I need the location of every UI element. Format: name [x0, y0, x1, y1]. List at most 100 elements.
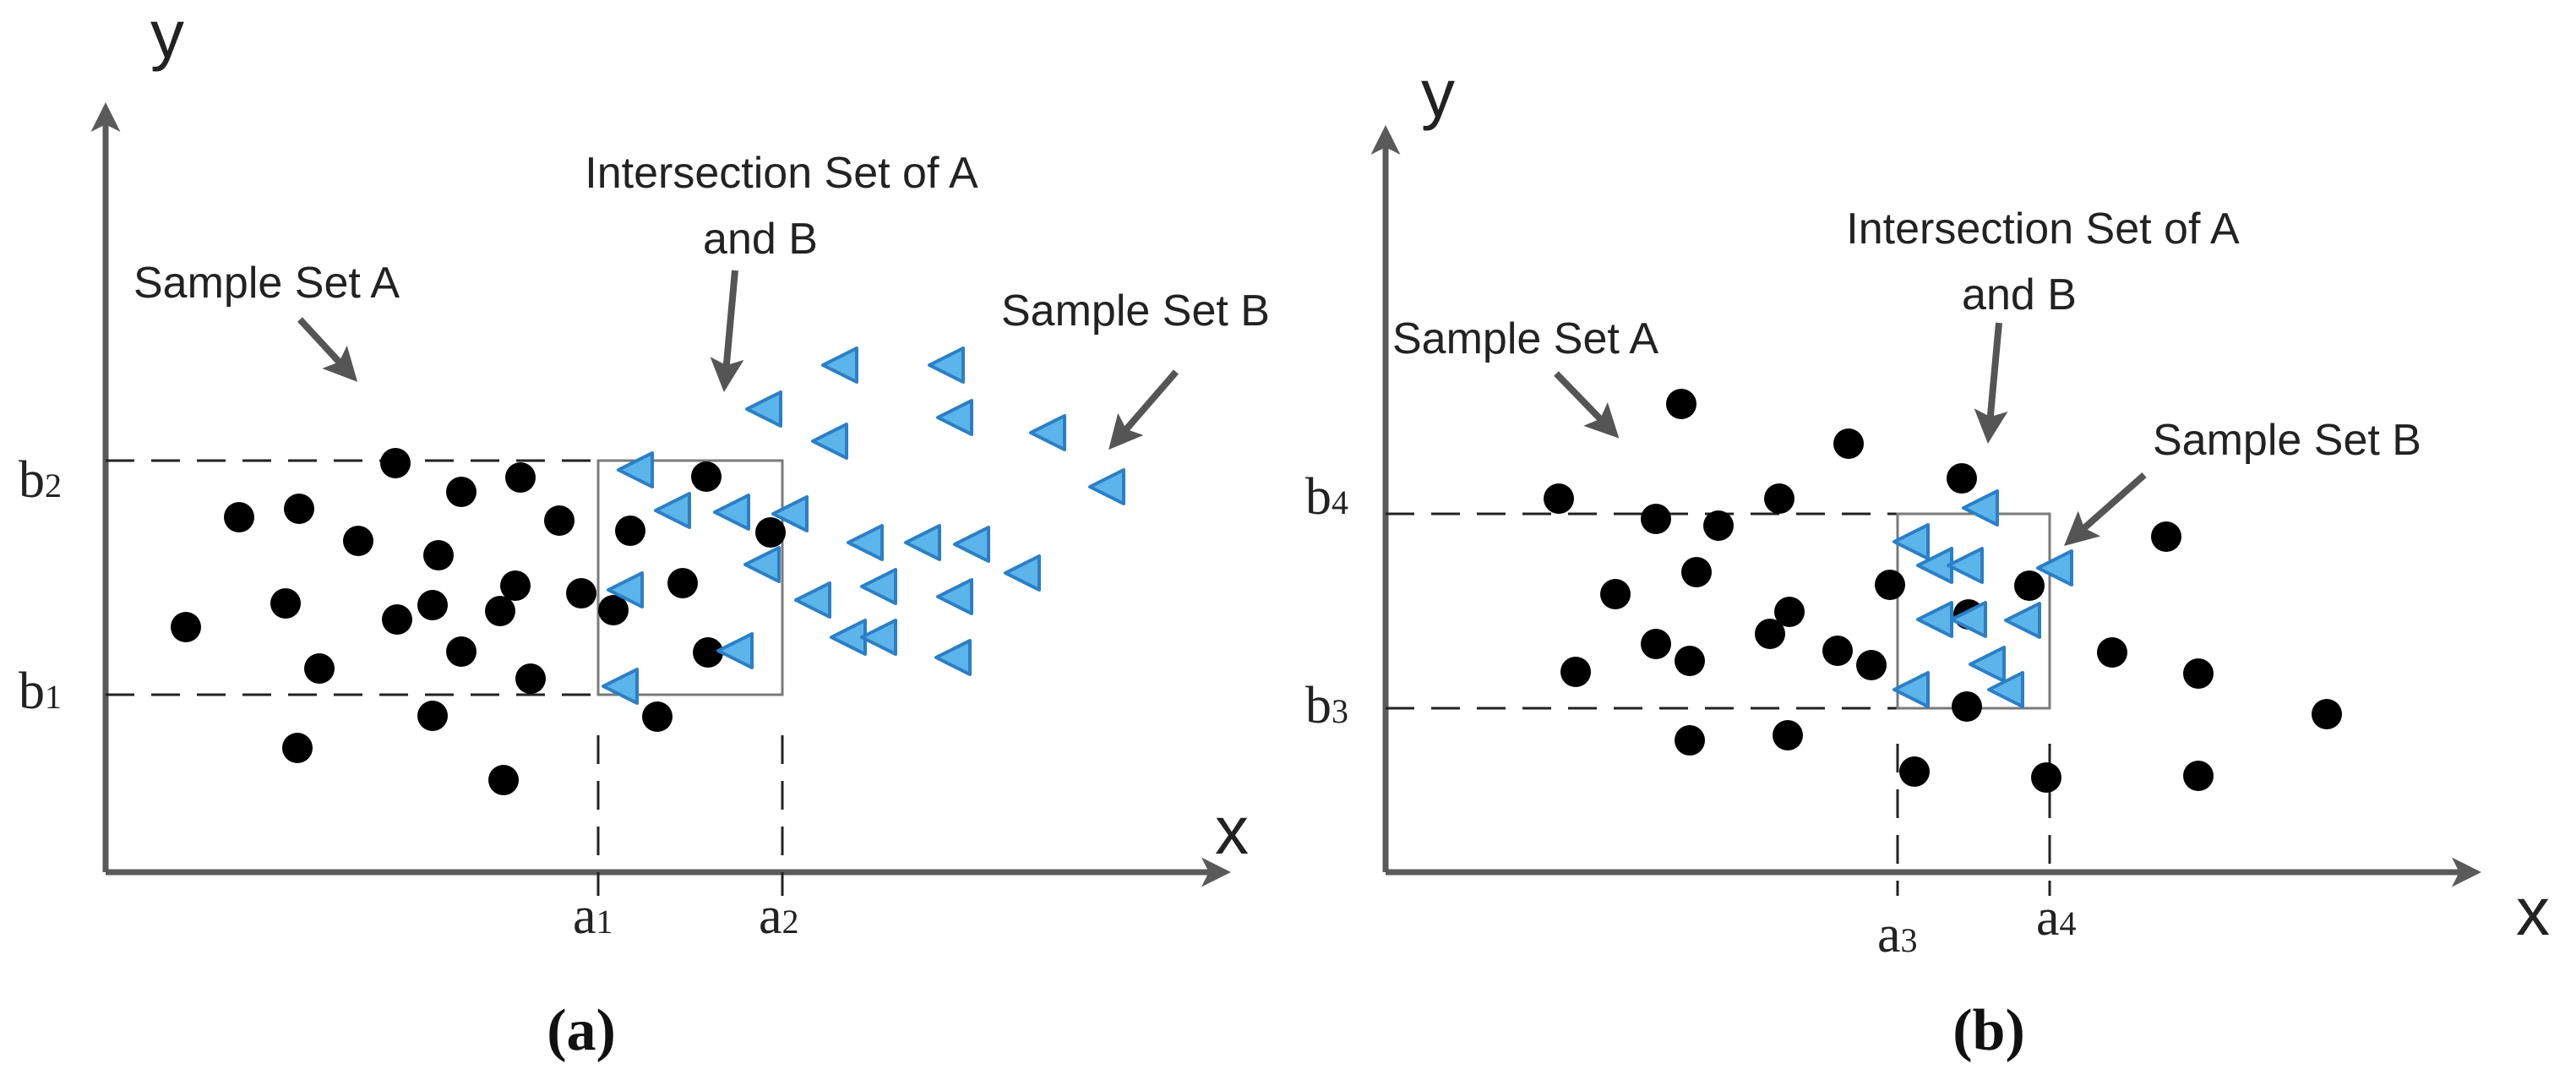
panel-b-set-a-point-23: [1675, 725, 1705, 756]
panel-b-label-intersection-2: and B: [1962, 270, 2077, 319]
panel-a-set-b-point-16: [607, 571, 644, 608]
panel-b-set-a-point-4: [1544, 483, 1574, 514]
panel-b-tick-b3: b3: [1305, 677, 1348, 734]
panel-b-arrow-set-a: [1554, 371, 1620, 439]
panel-b-set-a-point-1: [1666, 389, 1696, 419]
panel-b-annotations: Sample Set A Intersection Set of A and B…: [1392, 205, 2421, 546]
panel-b-set-a-point-18: [2014, 570, 2045, 601]
panel-a-tick-a2: a2: [759, 887, 799, 945]
panel-b-set-b-point-4: [1947, 547, 1984, 584]
panel-a-set-a-point-13: [544, 505, 575, 536]
panel-b-sample-set-b-points: [1893, 489, 2073, 708]
panel-a-set-b-point-2: [928, 347, 965, 384]
panel-a-caption: (a): [547, 998, 616, 1063]
panel-b-x-axis-label: x: [2516, 874, 2550, 949]
panel-a-set-b-point-24: [716, 632, 754, 669]
panel-b-set-a-point-22: [1560, 657, 1591, 687]
panel-a-set-b-point-7: [1088, 468, 1125, 505]
panel-b: x y b4 b3 a3 a4 Sample Set A Intersectio…: [1305, 56, 2550, 1063]
panel-b-label-set-b: Sample Set B: [2153, 416, 2421, 465]
panel-a-set-a-point-4: [343, 526, 373, 556]
panel-b-set-a-point-29: [2151, 521, 2181, 552]
panel-b-tick-a4: a4: [2036, 889, 2077, 947]
panel-a-arrow-intersection: [710, 270, 744, 392]
panel-a-set-b-point-17: [794, 581, 831, 619]
panel-a-tick-labels: b2 b1 a1 a2: [19, 451, 799, 945]
panel-a-set-b-point-18: [860, 568, 897, 605]
panel-a-set-a-point-27: [642, 701, 673, 732]
panel-b-set-a-point-21: [2312, 699, 2342, 729]
panel-a-set-a-point-14: [566, 578, 596, 608]
panel-b-set-b-point-11: [1987, 671, 2024, 708]
panel-b-tick-a4-sub: 4: [2060, 904, 2077, 942]
panel-b-tick-a3-base: a: [1877, 906, 1901, 963]
panel-a-set-a-point-9: [270, 588, 301, 619]
panel-b-arrow-set-b: [2064, 472, 2147, 546]
panel-b-set-b-point-6: [1916, 601, 1953, 638]
panel-a-label-set-a: Sample Set A: [133, 259, 400, 308]
panel-a-tick-b2-sub: 2: [45, 467, 62, 505]
panel-b-tick-b4: b4: [1305, 468, 1348, 526]
panel-a-set-b-point-19: [936, 578, 973, 615]
panel-a-label-intersection-1: Intersection Set of A: [585, 149, 978, 198]
panel-b-y-axis-label: y: [1421, 56, 1455, 131]
panel-b-caption: (b): [1952, 998, 2025, 1063]
panel-a-set-b-point-3: [745, 390, 782, 428]
panel-b-tick-b4-sub: 4: [1332, 483, 1348, 521]
panel-a-tick-b1-base: b: [19, 663, 45, 720]
panel-a-set-a-point-28: [755, 517, 786, 548]
panel-a-set-b-point-4: [811, 423, 848, 460]
panel-b-set-a-point-6: [1703, 510, 1734, 541]
panel-b-arrow-intersection: [1974, 322, 2008, 444]
panel-b-set-a-point-16: [1875, 570, 1905, 600]
panel-a-set-a-point-25: [691, 461, 722, 492]
panel-b-tick-b4-base: b: [1305, 468, 1332, 526]
panel-b-set-a-point-11: [1675, 646, 1705, 676]
panel-a-arrow-set-a: [297, 317, 358, 382]
panel-a-set-a-point-3: [284, 494, 314, 524]
panel-a-tick-a1-sub: 1: [596, 903, 613, 941]
panel-b-set-a-point-26: [1899, 756, 1930, 787]
panel-b-set-a-point-2: [1833, 428, 1864, 459]
panel-a-set-a-point-26: [693, 637, 723, 668]
panel-a-set-a-point-24: [667, 568, 698, 598]
panel-a-label-intersection-2: and B: [703, 215, 818, 264]
panel-a-set-a-point-23: [615, 516, 645, 546]
panel-a-tick-b2-base: b: [19, 451, 45, 509]
panel-b-set-b-point-1: [1962, 489, 1999, 527]
panel-b-tick-b3-sub: 3: [1332, 692, 1348, 730]
panel-a-set-a-point-2: [224, 502, 254, 532]
panel-b-set-a-point-5: [1641, 504, 1671, 534]
panel-b-set-b-point-7: [1950, 601, 1987, 638]
panel-b-set-a-point-3: [1947, 463, 1977, 494]
panel-b-tick-a3: a3: [1877, 906, 1918, 963]
panel-a-set-b-point-11: [771, 495, 809, 532]
panel-b-set-a-point-27: [2031, 762, 2061, 793]
panel-b-set-b-point-9: [1969, 646, 2006, 683]
panel-a-set-a-point-22: [598, 595, 629, 625]
panel-a-set-b-point-5: [936, 399, 973, 436]
panel-a-set-b-point-14: [904, 524, 941, 561]
panel-b-label-intersection-1: Intersection Set of A: [1846, 205, 2240, 254]
panel-a-set-a-point-19: [417, 701, 448, 731]
panel-a-annotations: Sample Set A Intersection Set of A and B…: [133, 149, 1270, 450]
panel-a-intersection-box: [596, 459, 784, 696]
panel-b-set-a-point-8: [1681, 557, 1712, 587]
panel-a-set-b-point-1: [821, 347, 858, 384]
panel-a-set-b-point-12: [743, 546, 781, 583]
panel-a-set-b-point-9: [654, 492, 691, 529]
panel-b-tick-b3-base: b: [1305, 677, 1332, 734]
panel-b-set-b-point-10: [1893, 671, 1930, 708]
panel-b-set-a-point-9: [1600, 579, 1631, 609]
panel-a-set-a-point-10: [382, 604, 412, 635]
panel-a-x-axis-label: x: [1215, 793, 1249, 868]
panel-a-set-b-point-8: [617, 451, 654, 488]
panel-a-tick-a1-base: a: [573, 887, 596, 945]
panel-b-set-a-point-13: [1755, 619, 1785, 649]
panel-b-axes: [1370, 125, 2481, 887]
panel-a-set-b-point-6: [1029, 414, 1066, 451]
panel-a-set-a-point-7: [505, 462, 536, 493]
panel-b-tick-labels: b4 b3 a3 a4: [1305, 468, 2077, 963]
panel-a-tick-a2-base: a: [759, 887, 782, 945]
